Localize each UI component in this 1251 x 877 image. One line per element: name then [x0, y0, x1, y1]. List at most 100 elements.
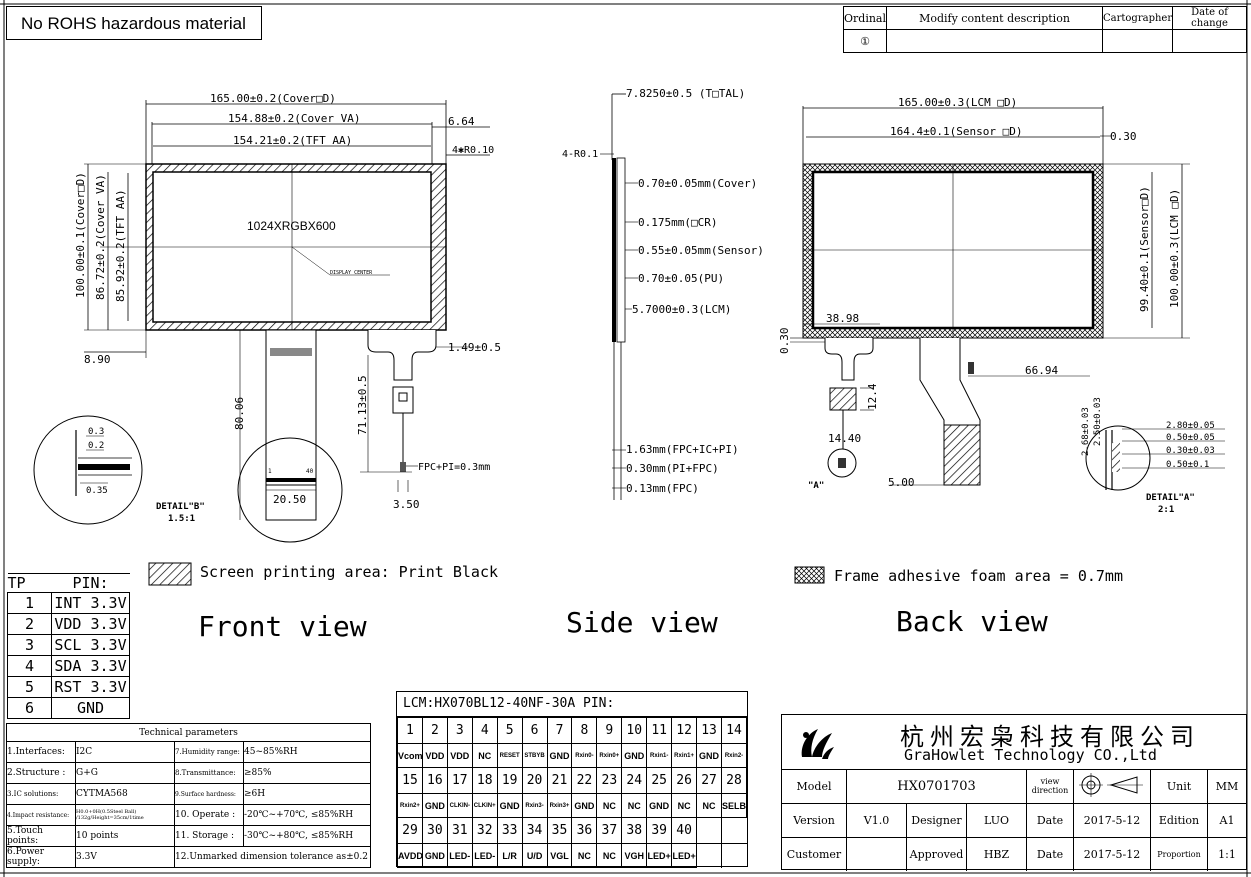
tech-label: 8.Transmittance: [174, 762, 244, 784]
lcm-pin-number: 8 [571, 717, 598, 744]
back-view-drawing: 165.00±0.3(LCM □D) 164.4±0.1(Sensor □D) … [778, 96, 1225, 515]
lcm-pin-function: AVDD [397, 843, 423, 868]
date-label: Date [1026, 802, 1074, 838]
lcm-pin-number: 28 [720, 767, 748, 794]
dim-fpc-len: 80.06 [233, 397, 246, 430]
tech-value: ≥6H [243, 783, 371, 805]
edition-label: Edition [1150, 802, 1208, 838]
tp-pin-function: INT 3.3V [51, 592, 130, 614]
title-block: 杭州宏枭科技有限公司 GraHowlet Technology CO.,Ltd … [781, 714, 1247, 871]
tech-note: 12.Unmarked dimension tolerance as±0.2 [174, 846, 371, 868]
side-total: 7.8250±0.5 (T□TAL) [626, 87, 745, 100]
lcm-pin-number: 31 [446, 817, 473, 844]
lcm-pin-function: L/R [496, 843, 523, 868]
revision-table: Ordinal Modify content description Carto… [843, 6, 1247, 53]
lcm-pin-function: LED- [446, 843, 473, 868]
tp-pin-number: 5 [7, 676, 52, 698]
technical-parameters-table: Technical parameters 1.Interfaces: I2C 7… [6, 723, 371, 868]
lcm-pin-function: NC [596, 843, 623, 868]
side-fpc: 0.13mm(FPC) [626, 482, 699, 495]
back-h-lcm: 100.00±0.3(LCM □D) [1168, 189, 1181, 308]
lcm-pin-function: Rxin0- [571, 743, 598, 768]
designer-value: LUO [966, 802, 1027, 838]
tech-label: 1.Interfaces: [6, 741, 76, 763]
lcm-pin-number: 36 [571, 817, 598, 844]
unit-value: MM [1207, 770, 1246, 804]
side-ocr: 0.175mm(□CR) [638, 216, 717, 229]
lcm-pin-function: Rxin2+ [397, 793, 423, 818]
tech-label: 3.IC solutions: [6, 783, 76, 805]
lcm-pin-number: 4 [471, 717, 498, 744]
lcm-pin-function: SELB [720, 793, 748, 818]
screen-printing-swatch [148, 562, 192, 586]
lcm-pin-number: 39 [646, 817, 673, 844]
lcm-pin-function: VDD [446, 743, 473, 768]
lcm-pin-function [720, 843, 747, 868]
back-0501: 0.50±0.1 [1166, 460, 1209, 470]
dim-cover-dd: 165.00±0.2(Cover□D) [210, 92, 336, 105]
tech-value: 45~85%RH [243, 741, 371, 763]
back-030: 0.30±0.03 [1166, 446, 1215, 456]
back-030v: 0.30 [778, 328, 791, 355]
lcm-pin-function: U/D [521, 843, 548, 868]
lcm-pin-function: Rxin3+ [546, 793, 573, 818]
lcm-pin-function: VGL [546, 843, 573, 868]
lcm-pin-function: GND [621, 743, 648, 768]
tech-value: G+G [75, 762, 175, 784]
revision-cell-ordinal: ① [843, 29, 887, 53]
side-lcm: 5.7000±0.3(LCM) [632, 303, 731, 316]
lcm-pin-function: NC [696, 793, 722, 818]
revision-cell-cartographer [1101, 29, 1174, 53]
revision-cell-content [886, 29, 1103, 53]
lcm-pin-number: 20 [521, 767, 548, 794]
lcm-pin-number: 30 [421, 817, 448, 844]
lcm-pin-number: 38 [621, 817, 648, 844]
view-direction-label: view direction [1026, 770, 1074, 804]
dim-cover-va: 154.88±0.2(Cover VA) [228, 112, 360, 125]
tp-pin-function: GND [51, 697, 130, 719]
tech-value: I2C [75, 741, 175, 763]
lcm-pin-number: 34 [521, 817, 548, 844]
dim-2050: 20.50 [273, 493, 306, 506]
dim-h-cover: 100.00±0.1(Cover□D) [74, 172, 87, 298]
projection-symbol-icon [1079, 772, 1143, 797]
lcm-pin-number: 40 [671, 817, 698, 844]
dim-350: 3.50 [393, 498, 420, 511]
tech-label: 7.Humidity range: [174, 741, 244, 763]
back-280: 2.80±0.05 [1166, 421, 1215, 431]
lcm-pin-number: 21 [546, 767, 573, 794]
lcm-pin-function: Vcom [397, 743, 423, 768]
dim-radius: 4✱R0.10 [452, 145, 494, 156]
lcm-pin-function: NC [671, 793, 698, 818]
tp-pin-number: 2 [7, 613, 52, 635]
edition-value: A1 [1207, 802, 1246, 838]
dim-h-cover-va: 86.72±0.2(Cover VA) [94, 174, 107, 300]
lcm-pin-function: GND [421, 843, 448, 868]
pin-40-label: 40 [306, 468, 314, 475]
tp-pin-number: 3 [7, 634, 52, 656]
lcm-pin-function: GND [546, 743, 573, 768]
lcm-pin-number: 13 [696, 717, 722, 744]
lcm-pin-number: 26 [671, 767, 698, 794]
back-v250: 2.50±0.03 [1093, 397, 1103, 446]
dim-664: 6.64 [448, 115, 475, 128]
lcm-pin-number: 7 [546, 717, 573, 744]
screen-printing-legend: Screen printing area: Print Black [200, 563, 499, 581]
title-block-table: Model HX0701703 view direction Unit MM V… [782, 770, 1246, 871]
lcm-pin-number: 32 [471, 817, 498, 844]
lcm-pin-function: LED+ [646, 843, 673, 868]
side-fpc-ic: 1.63mm(FPC+IC+PI) [626, 443, 739, 456]
tp-pin-number: 1 [7, 592, 52, 614]
back-500: 5.00 [888, 476, 915, 489]
pin-1-label: 1 [268, 468, 272, 475]
detail-b-03: 0.3 [88, 427, 104, 437]
designer-label: Designer [906, 802, 967, 838]
back-050: 0.50±0.05 [1166, 433, 1215, 443]
tech-value: -30℃~+80℃, ≤85%RH [243, 825, 371, 847]
side-view-title: Side view [566, 606, 718, 639]
unit-label: Unit [1150, 770, 1208, 804]
lcm-pin-function: CLKIN+ [471, 793, 498, 818]
lcm-pin-function: NC [596, 793, 623, 818]
detail-b-title: DETAIL"B" [156, 502, 205, 512]
